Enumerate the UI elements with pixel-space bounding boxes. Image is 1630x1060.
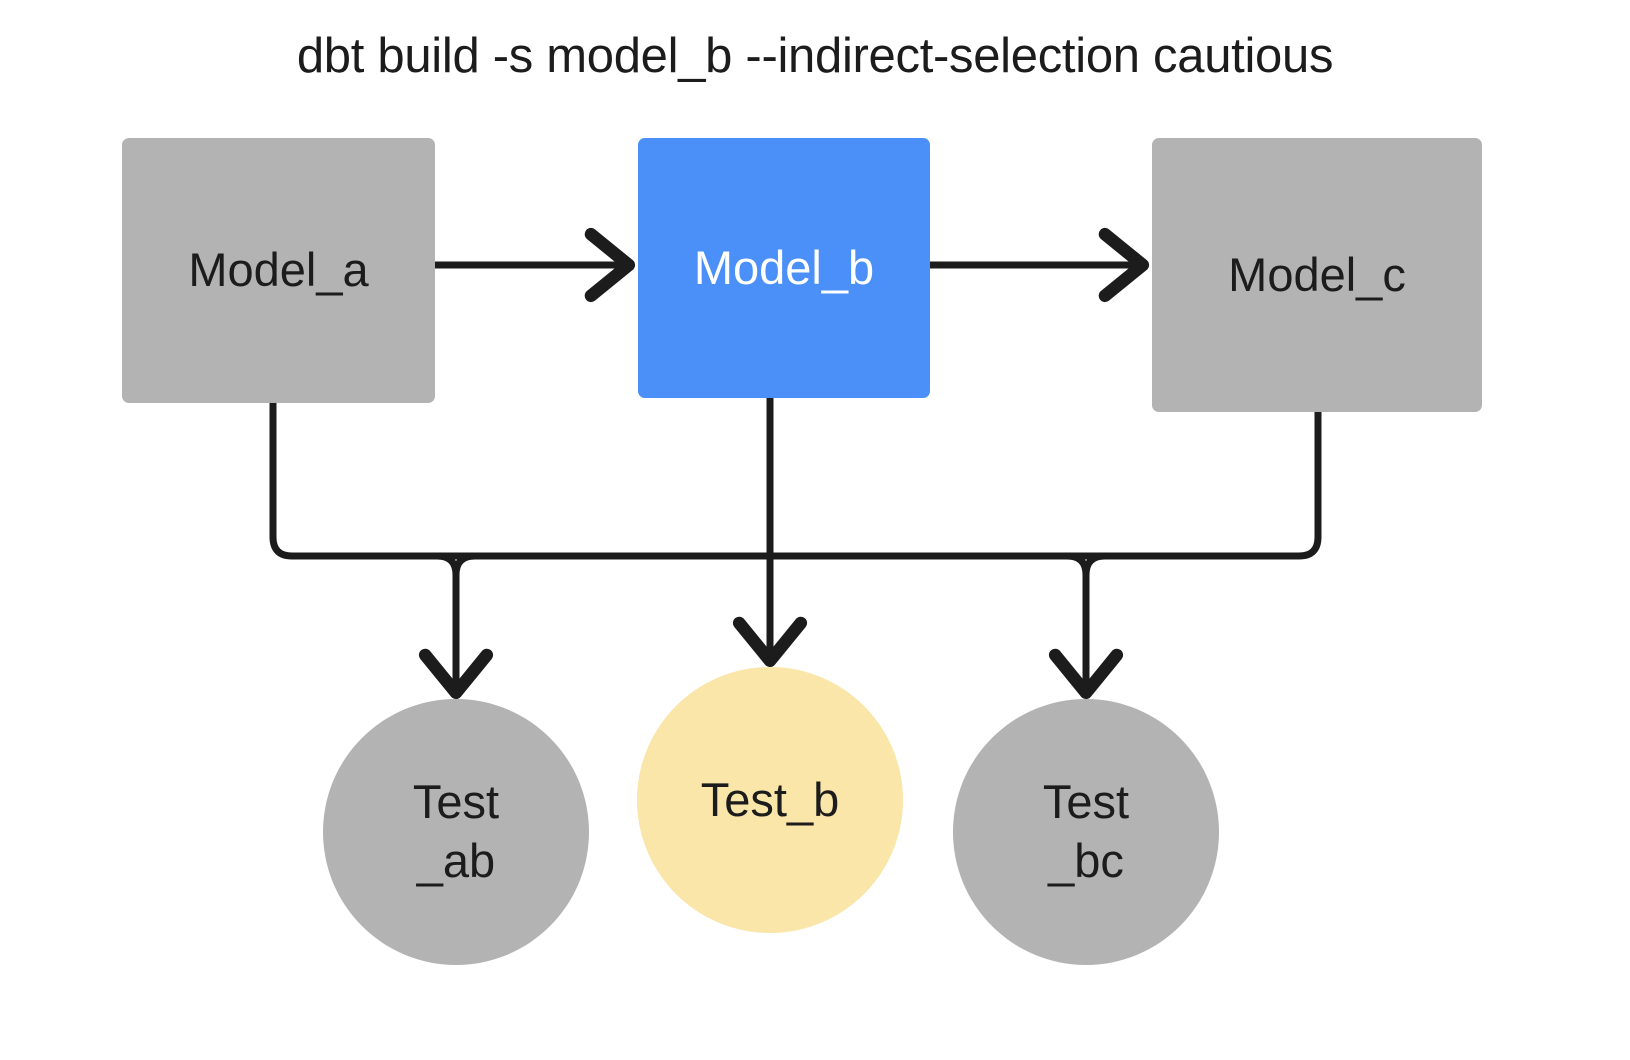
node-model-c-label: Model_c <box>1228 247 1406 301</box>
node-test-b-label: Test_b <box>700 772 840 826</box>
node-model-a-label: Model_a <box>188 243 369 297</box>
edge-model-c-to-bus <box>474 408 1322 560</box>
node-test-bc-label: Test _bc <box>1042 775 1130 887</box>
node-test-b[interactable]: Test_b <box>637 667 903 933</box>
node-model-a[interactable]: Model_a <box>122 138 435 403</box>
edge-model-a-to-bus <box>269 399 1067 560</box>
node-test-ab[interactable]: Test _ab <box>323 699 589 965</box>
diagram-title: dbt build -s model_b --indirect-selectio… <box>296 29 1334 83</box>
edge-bus-elbow-right <box>1063 552 1090 579</box>
node-model-c[interactable]: Model_c <box>1152 138 1482 412</box>
node-model-b-label: Model_b <box>693 240 875 294</box>
node-test-ab-label: Test _ab <box>412 775 500 887</box>
node-test-bc[interactable]: Test _bc <box>953 699 1219 965</box>
node-model-b[interactable]: Model_b <box>638 138 930 398</box>
edge-bus-elbow-left <box>452 552 479 579</box>
